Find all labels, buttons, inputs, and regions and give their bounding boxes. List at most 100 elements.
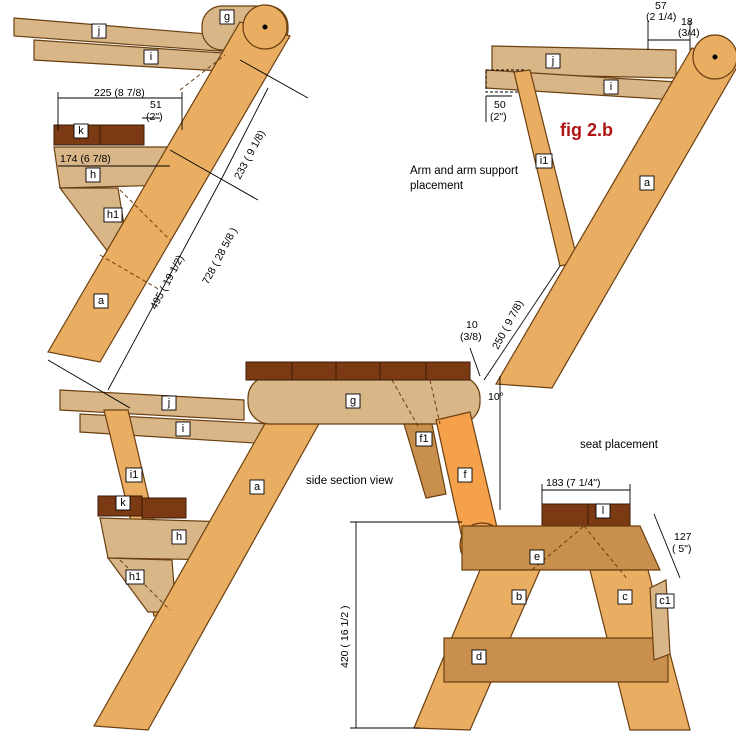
dim-angle: 10° bbox=[488, 391, 504, 403]
dim-174: 174 (6 7/8) bbox=[60, 153, 111, 165]
note-side-view: side section view bbox=[306, 475, 394, 487]
bottom-left-assembly bbox=[47, 359, 331, 731]
label-l: l bbox=[602, 505, 604, 517]
label-d: d bbox=[476, 651, 482, 663]
end-c1 bbox=[649, 579, 671, 661]
dim-127-a: 127 bbox=[674, 531, 692, 543]
dim-ext-233 bbox=[169, 149, 259, 201]
label-c1: c1 bbox=[659, 595, 671, 607]
label-box-l bbox=[595, 503, 611, 519]
bottom-right-assembly bbox=[350, 484, 691, 731]
label-h-1: h bbox=[90, 169, 96, 181]
dim-line-233 bbox=[221, 87, 269, 179]
label-box-a-3 bbox=[249, 479, 265, 495]
label-i1-2: i1 bbox=[540, 155, 549, 167]
label-box-g-1 bbox=[219, 9, 235, 25]
label-box-k-1 bbox=[73, 123, 89, 139]
label-g-2: g bbox=[350, 395, 356, 407]
leg-a-top-right bbox=[494, 47, 736, 389]
label-box-h-2 bbox=[171, 529, 187, 545]
label-f1: f1 bbox=[419, 433, 428, 445]
dim-51-a: 51 bbox=[150, 99, 162, 111]
label-box-k-2 bbox=[115, 495, 131, 511]
label-box-i-3 bbox=[175, 421, 191, 437]
dim-57-a: 57 bbox=[655, 0, 667, 12]
label-box-h1-2 bbox=[125, 569, 145, 585]
brace-f1 bbox=[403, 423, 447, 499]
label-f: f bbox=[463, 469, 467, 481]
label-i-1: i bbox=[150, 51, 152, 63]
leg-a-top-left bbox=[47, 21, 291, 363]
seat-slat-1 bbox=[541, 503, 589, 527]
label-i-2: i bbox=[610, 81, 612, 93]
label-box-f1 bbox=[415, 431, 433, 447]
dim-728: 728 ( 28 5/8 ) bbox=[200, 226, 240, 287]
dim-127-b: ( 5") bbox=[672, 543, 691, 555]
label-box-j-3 bbox=[161, 395, 177, 411]
hidden-line-3 bbox=[179, 54, 226, 91]
dim-420: 420 ( 16 1/2 ) bbox=[339, 606, 351, 668]
label-box-j-2 bbox=[545, 53, 561, 69]
label-k-1: k bbox=[78, 125, 84, 137]
label-box-b bbox=[511, 589, 527, 605]
hidden-line-4 bbox=[119, 559, 171, 611]
label-a-1: a bbox=[98, 295, 105, 307]
seat-frame-e bbox=[461, 525, 661, 571]
label-c: c bbox=[622, 591, 628, 603]
dim-51-b: (2") bbox=[146, 111, 163, 123]
dim-ext-top bbox=[239, 59, 309, 99]
label-box-g-2 bbox=[345, 393, 361, 409]
label-h-2: h bbox=[176, 531, 182, 543]
label-box-c1 bbox=[655, 593, 675, 609]
label-i-3: i bbox=[182, 423, 184, 435]
dim-18-a: 18 bbox=[681, 16, 693, 28]
dim-18-b: (3/4) bbox=[678, 27, 700, 39]
dim-10-a: 10 bbox=[466, 319, 478, 331]
label-g-1: g bbox=[224, 11, 230, 23]
label-box-i1-2 bbox=[535, 153, 553, 169]
label-a-3: a bbox=[254, 481, 261, 493]
label-i1-3: i1 bbox=[130, 469, 139, 481]
label-k-2: k bbox=[120, 497, 126, 509]
top-left-assembly bbox=[13, 4, 309, 391]
hidden-line-6 bbox=[429, 379, 441, 425]
hidden-line-8 bbox=[583, 525, 629, 581]
label-box-j-1 bbox=[91, 23, 107, 39]
dim-225: 225 (8 7/8) bbox=[94, 87, 145, 99]
hidden-line-2 bbox=[99, 254, 161, 291]
label-b: b bbox=[516, 591, 522, 603]
label-box-i-2 bbox=[603, 79, 619, 95]
dim-line-250 bbox=[483, 265, 561, 381]
figure-title: fig 2.b bbox=[560, 120, 613, 140]
top-slat-2 bbox=[291, 361, 337, 381]
slat-k-2 bbox=[99, 124, 145, 146]
top-right-assembly bbox=[469, 20, 736, 510]
label-box-i1-3 bbox=[125, 467, 143, 483]
dim-ext-10 bbox=[469, 347, 481, 377]
slat-k-bottom-2 bbox=[141, 497, 187, 519]
label-j-1: j bbox=[97, 25, 100, 37]
label-h1-2: h1 bbox=[129, 571, 141, 583]
dim-line-728 bbox=[107, 177, 223, 391]
dim-57-b: (2 1/4) bbox=[646, 11, 676, 23]
part-labels: j g i k h h1 a j i i1 a j g i i1 a k h bbox=[73, 9, 675, 665]
label-box-d bbox=[471, 649, 487, 665]
note-seat: seat placement bbox=[580, 439, 659, 451]
label-box-i-1 bbox=[143, 49, 159, 65]
label-box-a-2 bbox=[639, 175, 655, 191]
dim-10-b: (3/8) bbox=[460, 331, 482, 343]
dim-50-b: (2") bbox=[490, 111, 507, 123]
dim-183: 183 (7 1/4") bbox=[546, 477, 601, 489]
dim-233: 233 ( 9 1/8) bbox=[232, 128, 268, 181]
label-box-h1-1 bbox=[103, 207, 123, 223]
hidden-line-5 bbox=[391, 379, 419, 427]
top-slat-1 bbox=[245, 361, 293, 381]
top-slat-3 bbox=[335, 361, 381, 381]
label-j-3: j bbox=[167, 397, 170, 409]
pivot-hole-top-right bbox=[712, 54, 718, 60]
label-e: e bbox=[534, 551, 540, 563]
label-box-e bbox=[529, 549, 545, 565]
hidden-line-7 bbox=[531, 525, 585, 571]
label-h1-1: h1 bbox=[107, 209, 119, 221]
